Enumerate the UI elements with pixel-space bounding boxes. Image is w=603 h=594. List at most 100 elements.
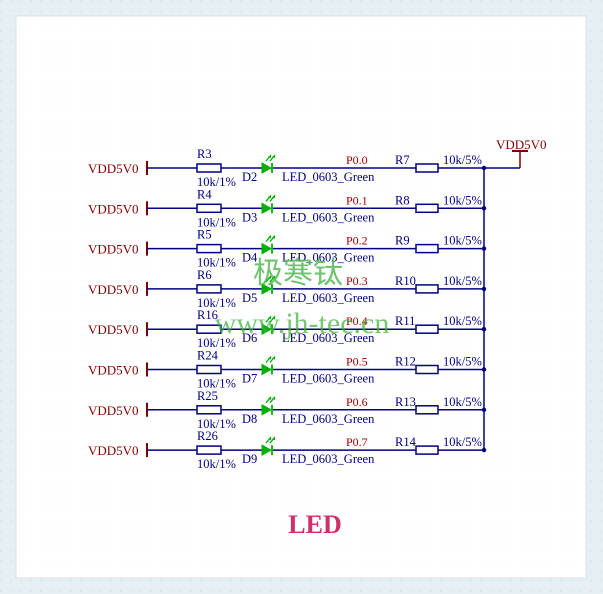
led-ray-arrow-2	[272, 235, 275, 239]
led-designator: D4	[242, 251, 258, 265]
bus-junction	[481, 407, 487, 412]
vdd-port-label: VDD5V0	[88, 363, 139, 378]
vdd-port-label: VDD5V0	[88, 403, 139, 418]
led-ray-arrow-1	[268, 195, 271, 199]
resistor-out-designator: R12	[395, 355, 416, 369]
led-ray-arrow-1	[268, 356, 271, 360]
resistor-in-designator: R4	[197, 187, 212, 201]
led-designator: D5	[242, 291, 257, 305]
resistor-in	[196, 284, 222, 294]
vdd-right-label: VDD5V0	[496, 137, 547, 152]
bus-junction	[481, 246, 487, 251]
vdd-port-label: VDD5V0	[88, 282, 139, 297]
led-value: LED_0603_Green	[282, 210, 375, 224]
resistor-in	[196, 364, 222, 375]
led-ray-arrow-1	[268, 155, 271, 158]
led-designator: D3	[242, 210, 257, 224]
resistor-out-value: 10k/5%	[443, 314, 482, 328]
resistor-out-value: 10k/5%	[443, 395, 482, 409]
led-designator: D7	[242, 372, 257, 386]
led-ray-arrow-2	[272, 275, 275, 279]
resistor-in-designator: R3	[197, 147, 212, 161]
vdd-port-label: VDD5V0	[88, 161, 139, 176]
resistor-in-designator: R25	[197, 389, 218, 403]
led-ray-arrow-2	[272, 396, 275, 400]
resistor-in	[196, 163, 222, 173]
led-ray-arrow-1	[268, 396, 271, 400]
resistor-out-value: 10k/5%	[443, 274, 482, 288]
led-diode-icon	[261, 162, 273, 174]
net-label: P0.1	[346, 193, 368, 207]
led-diode-icon	[261, 283, 273, 295]
bus-junction	[481, 447, 487, 453]
resistor-in-value: 10k/1%	[197, 336, 236, 350]
resistor-out	[415, 364, 439, 375]
resistor-out-value: 10k/5%	[443, 193, 482, 207]
resistor-in-value: 10k/1%	[197, 256, 236, 270]
resistor-out	[415, 243, 439, 254]
resistor-in	[196, 203, 222, 214]
resistor-out	[415, 324, 439, 334]
vdd-port-label: VDD5V0	[88, 443, 139, 458]
led-diode-icon	[261, 242, 273, 255]
led-value: LED_0603_Green	[282, 412, 375, 426]
resistor-out-value: 10k/5%	[443, 153, 482, 167]
watermark-url: www.jh-tec.cn	[215, 307, 390, 340]
resistor-out-designator: R8	[395, 193, 410, 207]
resistor-out-designator: R9	[395, 234, 410, 248]
resistor-out-value: 10k/5%	[443, 435, 482, 449]
resistor-out	[415, 203, 439, 214]
resistor-out	[415, 284, 439, 294]
resistor-out	[415, 405, 439, 415]
resistor-in-value: 10k/1%	[197, 296, 236, 310]
led-value: LED_0603_Green	[282, 331, 375, 345]
led-designator: D2	[242, 170, 257, 184]
resistor-in-value: 10k/1%	[197, 417, 236, 431]
led-designator: D9	[242, 452, 257, 466]
resistor-in-designator: R16	[197, 308, 218, 322]
bus-junction	[481, 165, 487, 171]
resistor-in	[196, 445, 222, 455]
resistor-out	[415, 445, 439, 455]
led-ray-arrow-2	[272, 316, 275, 320]
resistor-in	[196, 243, 222, 254]
led-value: LED_0603_Green	[282, 170, 375, 184]
bus-junction	[481, 327, 487, 332]
led-diode-icon	[261, 403, 273, 416]
resistor-out	[415, 163, 439, 173]
net-label: P0.4	[346, 314, 368, 328]
resistor-out-designator: R7	[395, 153, 410, 167]
resistor-in-designator: R26	[197, 429, 218, 443]
led-ray-arrow-1	[268, 235, 271, 239]
resistor-in-designator: R24	[197, 349, 219, 363]
resistor-in-value: 10k/1%	[197, 215, 236, 229]
led-ray-arrow-1	[268, 316, 271, 320]
net-label: P0.3	[346, 274, 368, 288]
led-diode-icon	[261, 323, 273, 336]
vdd-port-label: VDD5V0	[88, 322, 139, 337]
resistor-out-value: 10k/5%	[443, 234, 482, 248]
led-value: LED_0603_Green	[282, 291, 375, 305]
led-diode-icon	[261, 444, 273, 456]
resistor-out-designator: R13	[395, 395, 416, 409]
resistor-in-designator: R6	[197, 268, 212, 282]
led-diode-icon	[261, 202, 273, 215]
vdd-port-label: VDD5V0	[88, 242, 139, 257]
net-label: P0.0	[346, 153, 368, 167]
led-designator: D8	[242, 412, 257, 426]
led-ray-arrow-2	[272, 356, 275, 360]
resistor-out-value: 10k/5%	[443, 355, 482, 369]
resistor-out-designator: R10	[395, 274, 416, 288]
net-label: P0.5	[346, 355, 368, 369]
net-label: P0.2	[346, 234, 368, 248]
vdd-port-label: VDD5V0	[88, 201, 139, 216]
bus-junction	[481, 206, 487, 211]
resistor-in	[196, 405, 222, 415]
watermark-cn: 极寒钛	[253, 257, 343, 290]
led-value: LED_0603_Green	[282, 452, 375, 466]
led-designator: D6	[242, 331, 257, 345]
led-value: LED_0603_Green	[282, 251, 375, 265]
led-ray-arrow-1	[268, 437, 271, 441]
